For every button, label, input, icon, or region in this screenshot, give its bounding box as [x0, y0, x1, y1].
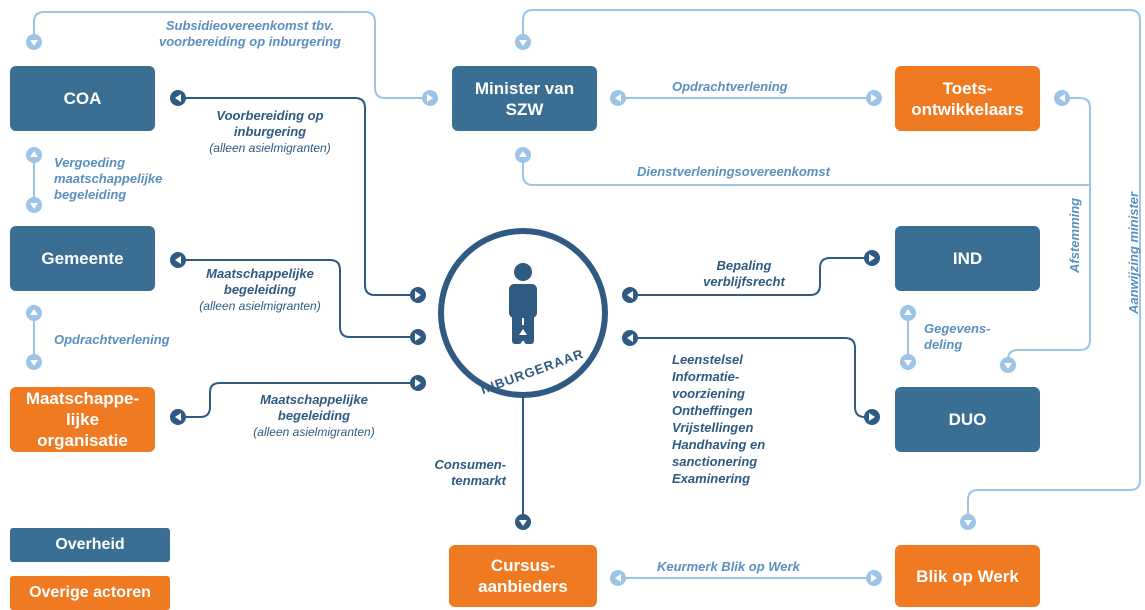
label-voorbereiding-main: Voorbereiding op inburgering	[216, 108, 324, 139]
node-ind-label: IND	[952, 249, 983, 268]
legend-overige-label: Overige actoren	[29, 584, 151, 601]
legend-overheid-label: Overheid	[55, 536, 125, 553]
label-keurmerk: Keurmerk Blik op Werk	[657, 559, 800, 574]
node-minister-label: Minister van SZW	[474, 78, 575, 119]
node-gemeente-label: Gemeente	[41, 249, 124, 268]
node-coa-label: COA	[63, 89, 102, 108]
node-minister[interactable]: Minister van SZW	[452, 66, 597, 131]
label-maatsch-begeleiding-1: Maatschappelijke begeleiding (alleen asi…	[190, 266, 330, 314]
node-duo-label: DUO	[948, 410, 987, 429]
label-bepaling: Bepaling verblijfsrecht	[703, 258, 785, 289]
node-cursusaanbieders[interactable]: Cursus-aanbieders	[449, 545, 597, 607]
label-maatsch1-sub: (alleen asielmigranten)	[199, 299, 321, 313]
legend-overige-actoren: Overige actoren	[10, 576, 170, 610]
label-voorbereiding-sub: (alleen asielmigranten)	[209, 141, 331, 155]
label-gegevensdeling: Gegevens-deling	[924, 321, 991, 352]
label-voorbereiding: Voorbereiding op inburgering (alleen asi…	[205, 108, 335, 156]
legend-overheid: Overheid	[10, 528, 170, 562]
node-toetsontwikkelaars[interactable]: Toets-ontwikkelaars	[895, 66, 1040, 131]
label-duo-tasks: Leenstelsel Informatie-voorziening Onthe…	[672, 352, 766, 486]
label-afstemming: Afstemming	[1067, 197, 1082, 273]
node-ind[interactable]: IND	[895, 226, 1040, 291]
node-coa[interactable]: COA	[10, 66, 155, 131]
node-maatschappelijke-organisatie[interactable]: Maatschappe-lijke organisatie	[10, 387, 155, 452]
arrow-dots-dark	[170, 90, 880, 530]
label-consumentenmarkt: Consumen-tenmarkt	[434, 457, 507, 488]
node-blik-label: Blik op Werk	[916, 566, 1019, 586]
dark-connectors	[178, 97, 870, 522]
label-maatsch2-main: Maatschappelijke begeleiding	[260, 392, 368, 423]
label-maatsch2-sub: (alleen asielmigranten)	[253, 425, 375, 439]
label-opdracht-top: Opdrachtverlening	[672, 79, 788, 94]
label-subsidie: Subsidieovereenkomst tbv. voorbereiding …	[159, 18, 341, 49]
arrow-dots-light	[26, 34, 1070, 586]
light-connectors	[33, 9, 1141, 579]
label-vergoeding: Vergoeding maatschappelijke begeleiding	[54, 155, 163, 202]
label-dienstverlening: Dienstverleningsovereenkomst	[637, 164, 830, 179]
node-cursus-label: Cursus-aanbieders	[478, 556, 568, 596]
label-opdracht-left: Opdrachtverlening	[54, 332, 170, 347]
label-maatsch1-main: Maatschappelijke begeleiding	[206, 266, 314, 297]
node-maatschappelijke-org-label: Maatschappe-lijke organisatie	[25, 389, 140, 450]
node-gemeente[interactable]: Gemeente	[10, 226, 155, 291]
node-duo[interactable]: DUO	[895, 387, 1040, 452]
label-maatsch-begeleiding-2: Maatschappelijke begeleiding (alleen asi…	[244, 392, 384, 440]
label-aanwijzing-minister: Aanwijzing minister	[1126, 191, 1141, 314]
node-toets-label: Toets-ontwikkelaars	[911, 78, 1024, 119]
node-blik-op-werk[interactable]: Blik op Werk	[895, 545, 1040, 607]
